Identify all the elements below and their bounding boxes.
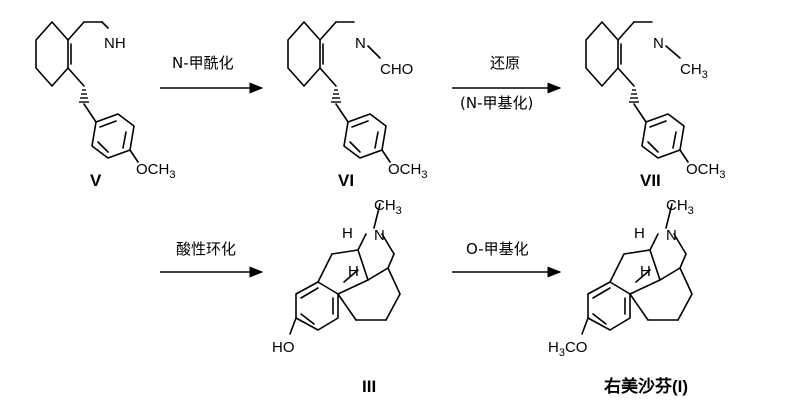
arrow-label-n-methylation: (N-甲基化): [460, 94, 533, 112]
arrow-n-formylation: N-甲酰化: [160, 54, 264, 94]
atom-H-top-III: H: [342, 225, 353, 242]
atom-CH3-I: CH3: [666, 197, 694, 217]
atom-HO: HO: [272, 339, 295, 356]
atom-H-mid-I: H: [640, 263, 651, 280]
compound-VI: N CHO OCH3 VI: [287, 21, 427, 190]
label-III: III: [362, 377, 376, 396]
label-dextromethorphan: 右美沙芬(I): [604, 376, 688, 396]
atom-N-III: N: [374, 227, 385, 244]
compound-V: NH OCH3 V: [35, 21, 175, 190]
compound-III: N CH3 H H HO III: [272, 197, 402, 396]
atom-N-VI: N: [355, 35, 366, 52]
atom-CHO: CHO: [380, 61, 413, 78]
atom-N-I: N: [666, 227, 677, 244]
atom-CH3-III: CH3: [374, 197, 402, 217]
atom-NH: NH: [104, 35, 126, 52]
atom-CH3-VII: CH3: [680, 61, 708, 81]
arrow-label-o-methylation: O-甲基化: [466, 240, 529, 258]
compound-I: N CH3 H H H3CO 右美沙芬(I): [548, 197, 694, 396]
label-VII: VII: [640, 171, 661, 190]
atom-OCH3-VII: OCH3: [686, 161, 725, 181]
arrow-label-reduction: 还原: [490, 54, 520, 72]
arrow-label-acid-cyclization: 酸性环化: [176, 240, 236, 258]
atom-H3CO: H3CO: [548, 339, 587, 359]
arrow-o-methylation: O-甲基化: [452, 240, 562, 278]
compound-VII: N CH3 OCH3 VII: [585, 21, 725, 190]
atom-N-VII: N: [653, 35, 664, 52]
atom-OCH3-V: OCH3: [136, 161, 175, 181]
label-V: V: [90, 171, 102, 190]
arrow-acid-cyclization: 酸性环化: [160, 240, 264, 278]
arrow-label-n-formylation: N-甲酰化: [172, 54, 234, 72]
atom-OCH3-VI: OCH3: [388, 161, 427, 181]
arrow-reduction: 还原 (N-甲基化): [452, 54, 562, 112]
atom-H-mid-III: H: [348, 263, 359, 280]
atom-H-top-I: H: [634, 225, 645, 242]
label-VI: VI: [338, 171, 354, 190]
